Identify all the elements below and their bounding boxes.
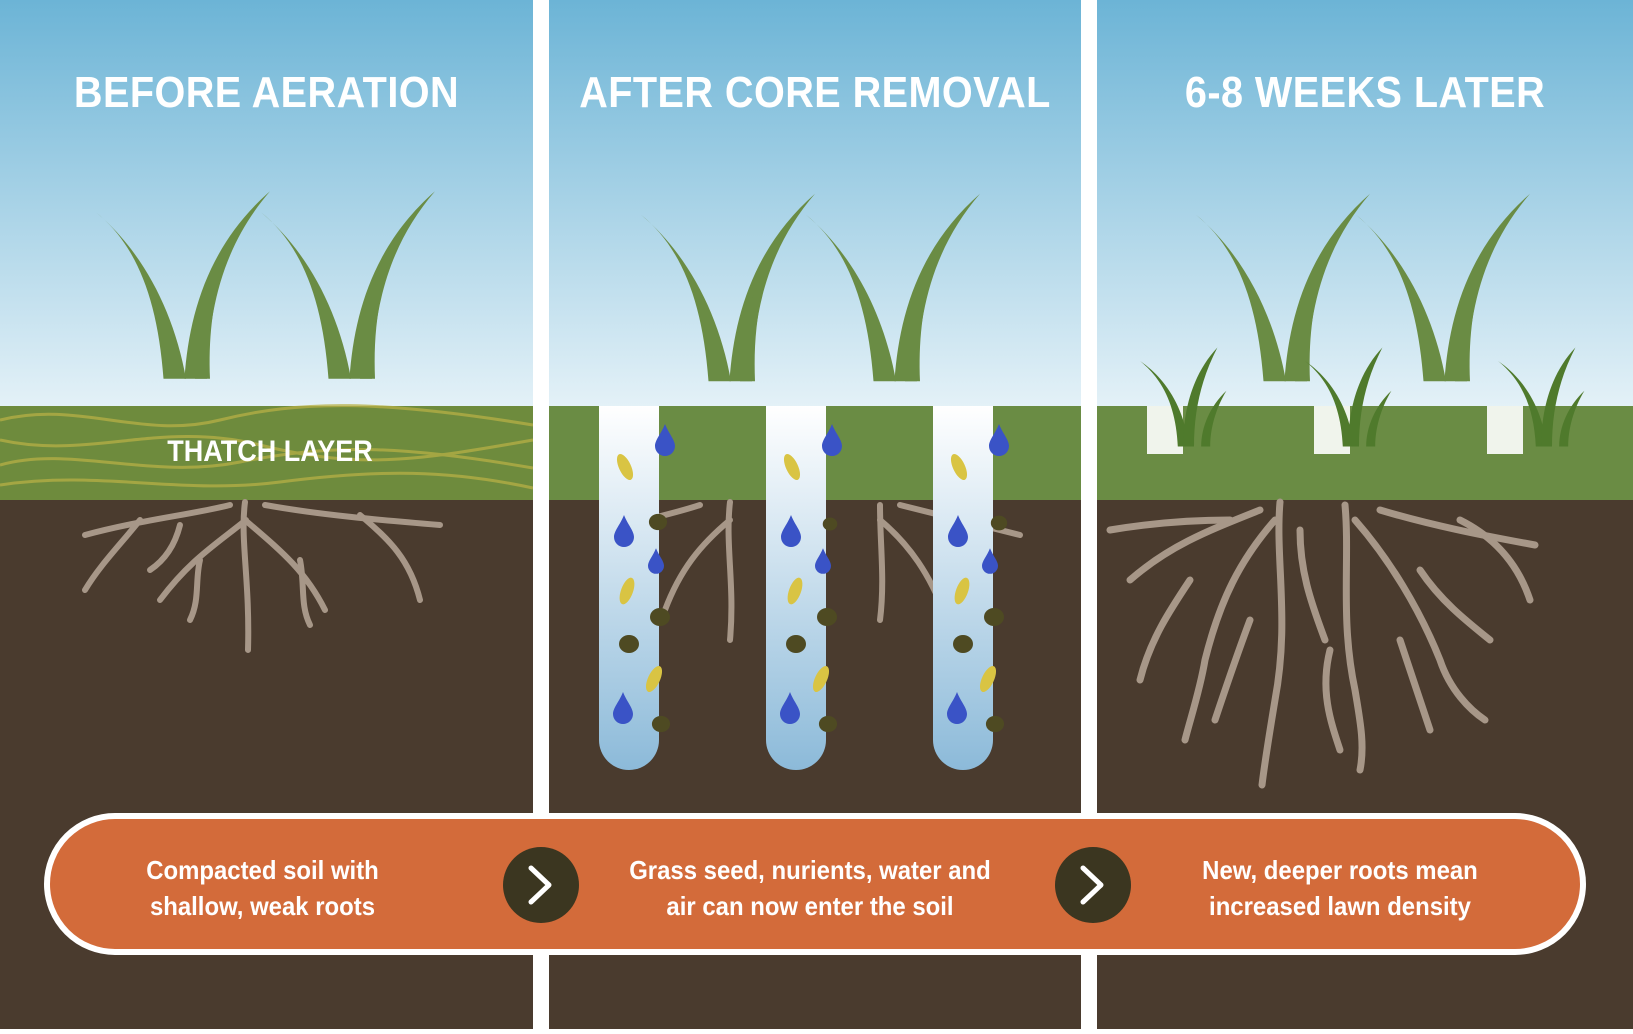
nutrient-pellet-icon <box>822 517 838 531</box>
nutrient-pellet-icon <box>953 635 973 653</box>
panel-title: 6-8 WEEKS LATER <box>1184 68 1546 117</box>
caption-after: Grass seed, nurients, water and air can … <box>612 848 1008 928</box>
caption-line: increased lawn density <box>1209 891 1471 921</box>
caption-line: Grass seed, nurients, water and <box>629 855 991 885</box>
caption-before: Compacted soil with shallow, weak roots <box>104 848 421 928</box>
chevron-right-icon <box>1055 847 1131 923</box>
panel-after-core-removal <box>549 0 1081 1029</box>
caption-line: New, deeper roots mean <box>1202 855 1478 885</box>
caption-line: Compacted soil with <box>146 855 379 885</box>
nutrient-pellet-icon <box>651 715 671 733</box>
caption-later: New, deeper roots mean increased lawn de… <box>1165 848 1515 928</box>
nutrient-pellet-icon <box>648 513 668 531</box>
nutrient-pellet-icon <box>985 715 1005 733</box>
thatch-strands <box>0 404 534 490</box>
panel-divider <box>1081 0 1097 1029</box>
nutrient-pellet-icon <box>817 608 837 626</box>
caption-line: air can now enter the soil <box>666 891 954 921</box>
panel-divider <box>533 0 549 1029</box>
nutrient-pellet-icon <box>650 608 670 626</box>
thatch-layer-label: THATCH LAYER <box>167 435 373 468</box>
nutrient-pellet-icon <box>990 515 1008 531</box>
deep-roots <box>1106 498 1539 789</box>
nutrient-pellet-icon <box>984 608 1004 626</box>
chevron-right-icon <box>503 847 579 923</box>
caption-line: shallow, weak roots <box>149 891 376 921</box>
panel-title: BEFORE AERATION <box>73 68 460 117</box>
nutrient-pellet-icon <box>619 635 639 653</box>
nutrient-pellet-icon <box>818 715 838 733</box>
panel-title: AFTER CORE REMOVAL <box>579 68 1051 117</box>
process-banner <box>44 813 1586 955</box>
nutrient-pellet-icon <box>786 635 806 653</box>
shallow-roots <box>82 499 443 653</box>
